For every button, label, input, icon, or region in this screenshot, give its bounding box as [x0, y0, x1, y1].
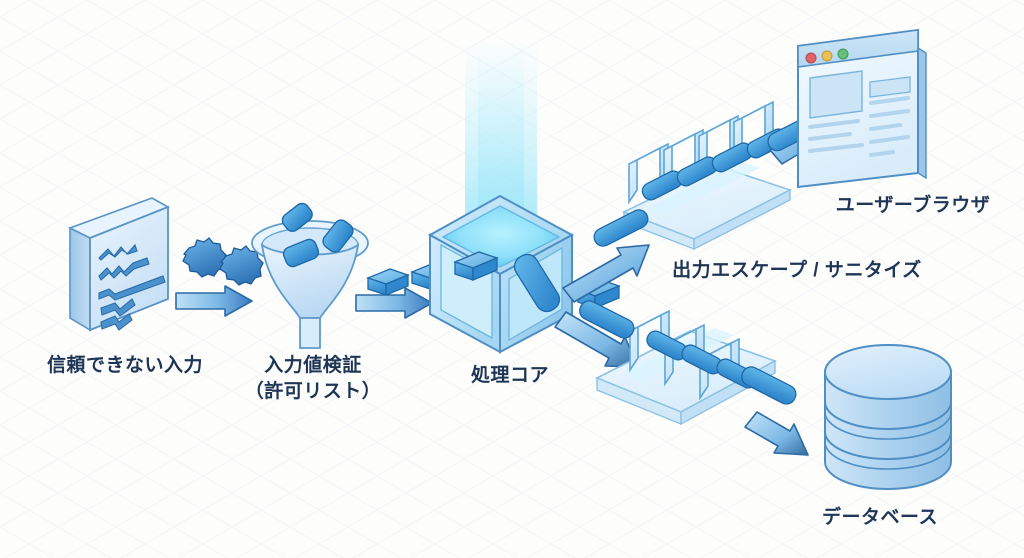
- arrow-lower-gates-to-database: [744, 411, 809, 456]
- label-processing-core: 処理コア: [470, 365, 549, 386]
- output-escaping-upper-icon: [593, 100, 793, 251]
- arrow-funnel-to-core: [355, 287, 433, 319]
- untrusted-input-icon: [67, 197, 170, 332]
- database-cylinder-icon: [824, 344, 952, 490]
- arrow-core-to-upper-gates: [562, 244, 650, 303]
- funnel-filter-icon: [251, 202, 369, 349]
- label-database: データベース: [821, 507, 939, 528]
- browser-window-icon: [797, 28, 927, 189]
- spiky-burst-icon: [182, 237, 264, 286]
- output-escaping-lower-icon: [579, 300, 797, 426]
- label-user-browser: ユーザーブラウザ: [835, 195, 991, 216]
- processing-core-icon: [427, 194, 621, 354]
- label-output-escaping: 出力エスケープ / サニタイズ: [672, 260, 922, 281]
- arrow-input-to-funnel: [175, 285, 253, 317]
- label-untrusted-input: 信頼できない入力: [46, 355, 203, 376]
- label-input-validation: 入力値検証 （許可リスト）: [244, 355, 382, 402]
